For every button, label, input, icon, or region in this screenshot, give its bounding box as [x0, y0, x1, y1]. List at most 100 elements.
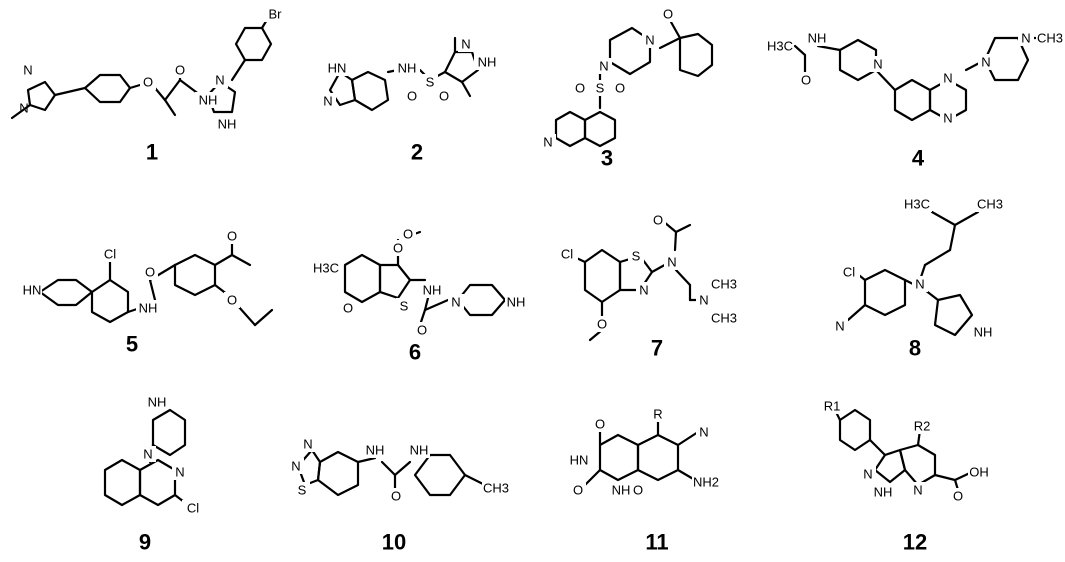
compound-5-number: 5	[126, 332, 138, 357]
compound-2-label-6: N	[461, 37, 470, 52]
compound-4-label-1: NH	[808, 31, 827, 46]
compound-7-label-8: O	[597, 317, 607, 332]
compound-6-label-7: N	[451, 295, 460, 310]
compound-12-label-3: NH	[874, 485, 893, 500]
compound-1-label-3: O	[175, 63, 185, 78]
compound-12-label-0: R1	[824, 399, 841, 414]
compound-11-label-5: NH	[612, 483, 631, 498]
compound-1-label-2: O	[143, 75, 153, 90]
compound-6-label-8: NH	[507, 295, 526, 310]
compound-2-label-4: O	[407, 89, 417, 104]
compound-11-structure	[583, 418, 700, 487]
compound-5-label-0: Cl	[104, 247, 116, 262]
compound-11-label-3: N	[699, 425, 708, 440]
compound-7-label-7: CH3	[711, 311, 737, 326]
compound-7-label-4: N	[639, 283, 648, 298]
compound-3-label-0: O	[663, 7, 673, 22]
compound-9-label-1: N	[143, 447, 152, 462]
compound-8-label-4: N	[835, 319, 844, 334]
compound-3-label-1: N	[645, 33, 654, 48]
compound-6-label-3: O	[343, 301, 353, 316]
compound-1-label-4: NH	[199, 93, 218, 108]
compound-7-label-2: S	[632, 249, 641, 264]
compound-7-label-6: CH3	[711, 277, 737, 292]
compound-12-label-1: R2	[914, 419, 931, 434]
compound-4-label-2: O	[801, 73, 811, 88]
compound-3-label-2: N	[599, 59, 608, 74]
compound-7-structure	[568, 220, 707, 342]
compound-1-number: 1	[146, 140, 158, 165]
compound-4-label-0: H3C	[767, 39, 793, 54]
compound-3-label-4: O	[575, 81, 585, 96]
compound-7-number: 7	[651, 336, 663, 361]
compound-12-label-6: OH	[969, 465, 989, 480]
compound-8-label-3: N	[915, 277, 924, 292]
compound-6-label-1: O	[403, 227, 413, 242]
compound-3-label-5: O	[615, 81, 625, 96]
compound-7-label-5: N	[699, 293, 708, 308]
compound-6-label-6: O	[417, 323, 427, 338]
compound-5-label-1: HN	[23, 283, 42, 298]
compound-7-label-1: Cl	[561, 247, 573, 262]
compound-3-label-3: S	[596, 81, 605, 96]
compound-8-number: 8	[909, 336, 921, 361]
compound-8-label-5: NH	[974, 325, 993, 340]
compound-3-label-6: N	[543, 135, 552, 150]
compound-12-structure	[833, 408, 974, 492]
compound-6-label-4: S	[400, 299, 409, 314]
compound-5-label-3: NH	[139, 301, 158, 316]
compound-2-label-1: N	[323, 94, 332, 109]
compound-3-number: 3	[601, 146, 613, 171]
compound-8-label-0: H3C	[904, 197, 930, 212]
compound-4-label-7: N	[1021, 31, 1030, 46]
compound-5-label-2: O	[145, 265, 155, 280]
compound-10-number: 10	[382, 530, 406, 555]
compound-12-label-4: N	[913, 483, 922, 498]
compound-11-label-1: R	[653, 407, 662, 422]
compound-10-label-4: NH	[410, 443, 429, 458]
compound-11-label-6: O	[633, 483, 643, 498]
compound-8-label-2: Cl	[843, 265, 855, 280]
compound-11-label-4: O	[573, 483, 583, 498]
compound-1-label-5: N	[215, 73, 224, 88]
compound-4-number: 4	[912, 146, 925, 171]
compound-1-structure	[10, 16, 273, 120]
compound-10-label-6: CH3	[483, 481, 509, 496]
compound-2-label-7: NH	[478, 55, 497, 70]
compound-7-label-0: O	[653, 213, 663, 228]
compound-4-label-3: N	[873, 57, 882, 72]
compound-4-structure	[793, 36, 1044, 122]
compound-6-label-0: O	[393, 241, 403, 256]
compound-2-label-2: NH	[398, 61, 417, 76]
compound-9-label-0: NH	[148, 395, 167, 410]
compound-10-label-1: N	[291, 459, 300, 474]
compound-6-label-2: H3C	[313, 261, 339, 276]
compound-11-number: 11	[645, 530, 668, 555]
compound-11-label-0: O	[595, 417, 605, 432]
compound-8-label-1: CH3	[977, 197, 1003, 212]
compound-2-label-0: HN	[328, 61, 347, 76]
compound-8-structure	[846, 210, 980, 337]
compound-10-label-3: NH	[366, 443, 385, 458]
compound-10-label-2: S	[298, 483, 307, 498]
compound-5-structure	[38, 236, 274, 327]
compound-11-label-2: HN	[570, 453, 589, 468]
compound-4-label-4: N	[943, 71, 952, 86]
compound-4-label-5: N	[943, 111, 952, 126]
compound-1-label-0: N	[23, 63, 32, 78]
compound-9-label-3: Cl	[187, 501, 199, 516]
compound-12-label-5: O	[953, 489, 963, 504]
compound-12-label-2: N	[863, 467, 872, 482]
compound-2-label-5: O	[439, 89, 449, 104]
compound-5-label-4: O	[227, 229, 237, 244]
compound-1-label-6: NH	[218, 117, 237, 132]
compound-4-label-6: N	[981, 55, 990, 70]
compound-6-structure	[343, 230, 507, 327]
compound-6-number: 6	[409, 340, 421, 365]
compound-9-label-2: N	[175, 465, 184, 480]
compound-11-label-7: NH2	[693, 475, 719, 490]
compound-7-label-3: N	[667, 255, 676, 270]
compound-2-number: 2	[411, 140, 423, 165]
